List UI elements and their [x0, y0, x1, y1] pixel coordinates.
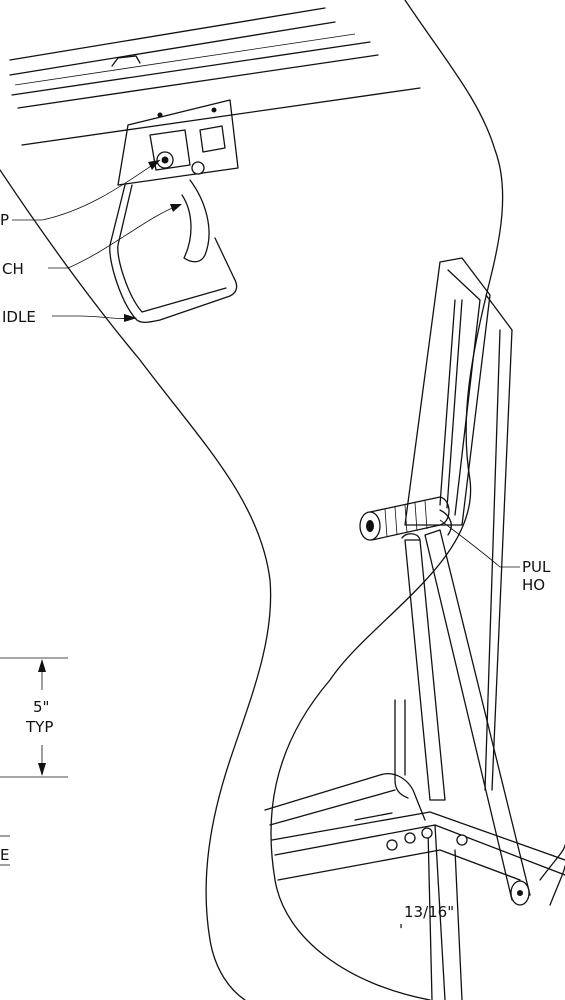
callout-pull-handle-line2: HO	[522, 576, 545, 594]
top-frame-rail	[9, 7, 421, 146]
slotted-plate	[404, 257, 513, 791]
leader-lines	[12, 159, 520, 568]
dimension-bottom-tick: E	[0, 846, 9, 864]
dimension-height-value: 5"	[33, 698, 49, 716]
callout-pull-handle-line1: PUL	[522, 558, 551, 576]
dimension-height-note: TYP	[25, 718, 53, 736]
pull-handle-knob	[359, 496, 450, 541]
callout-handle: IDLE	[2, 308, 36, 326]
dimension-bottom-fraction: 13/16"	[404, 903, 454, 921]
dimension-lines	[0, 657, 68, 866]
handle-loop	[109, 184, 238, 324]
dimension-bottom-mark: '	[399, 921, 403, 939]
callout-latch: CH	[2, 260, 24, 278]
latch-mechanism	[117, 99, 239, 263]
detail-boundary-curve	[270, 0, 504, 1000]
bottom-frame	[264, 699, 565, 1000]
diagonal-struts	[401, 509, 531, 906]
detail-boundary-left	[0, 169, 272, 1000]
callout-p: P	[0, 211, 9, 229]
